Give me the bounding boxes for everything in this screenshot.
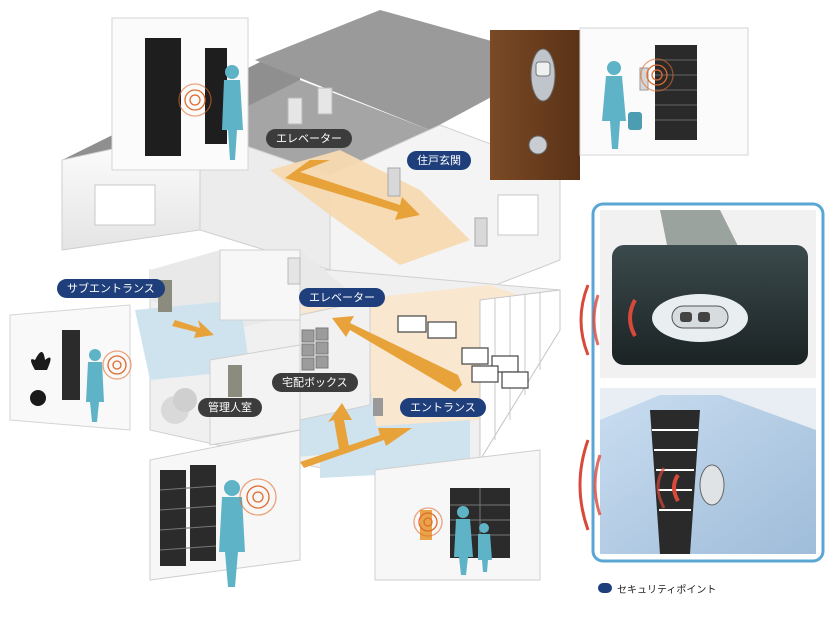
label-management-room: 管理人室 (198, 398, 262, 417)
label-entrance: エントランス (400, 398, 486, 417)
signal-arcs (578, 284, 602, 531)
legend: セキュリティポイント (598, 580, 716, 596)
legend-swatch (598, 583, 612, 593)
label-elevator-top: エレベーター (266, 129, 352, 148)
signal-rings (102, 58, 674, 537)
label-sub-entrance: サブエントランス (57, 279, 165, 298)
resident-figures (86, 61, 642, 587)
label-delivery-box: 宅配ボックス (272, 373, 358, 392)
label-residence-entrance: 住戸玄関 (407, 151, 471, 170)
label-elevator-mid: エレベーター (299, 288, 385, 307)
building-illustration (9, 10, 749, 581)
key-fob-panel (591, 202, 825, 563)
legend-label: セキュリティポイント (617, 584, 717, 596)
